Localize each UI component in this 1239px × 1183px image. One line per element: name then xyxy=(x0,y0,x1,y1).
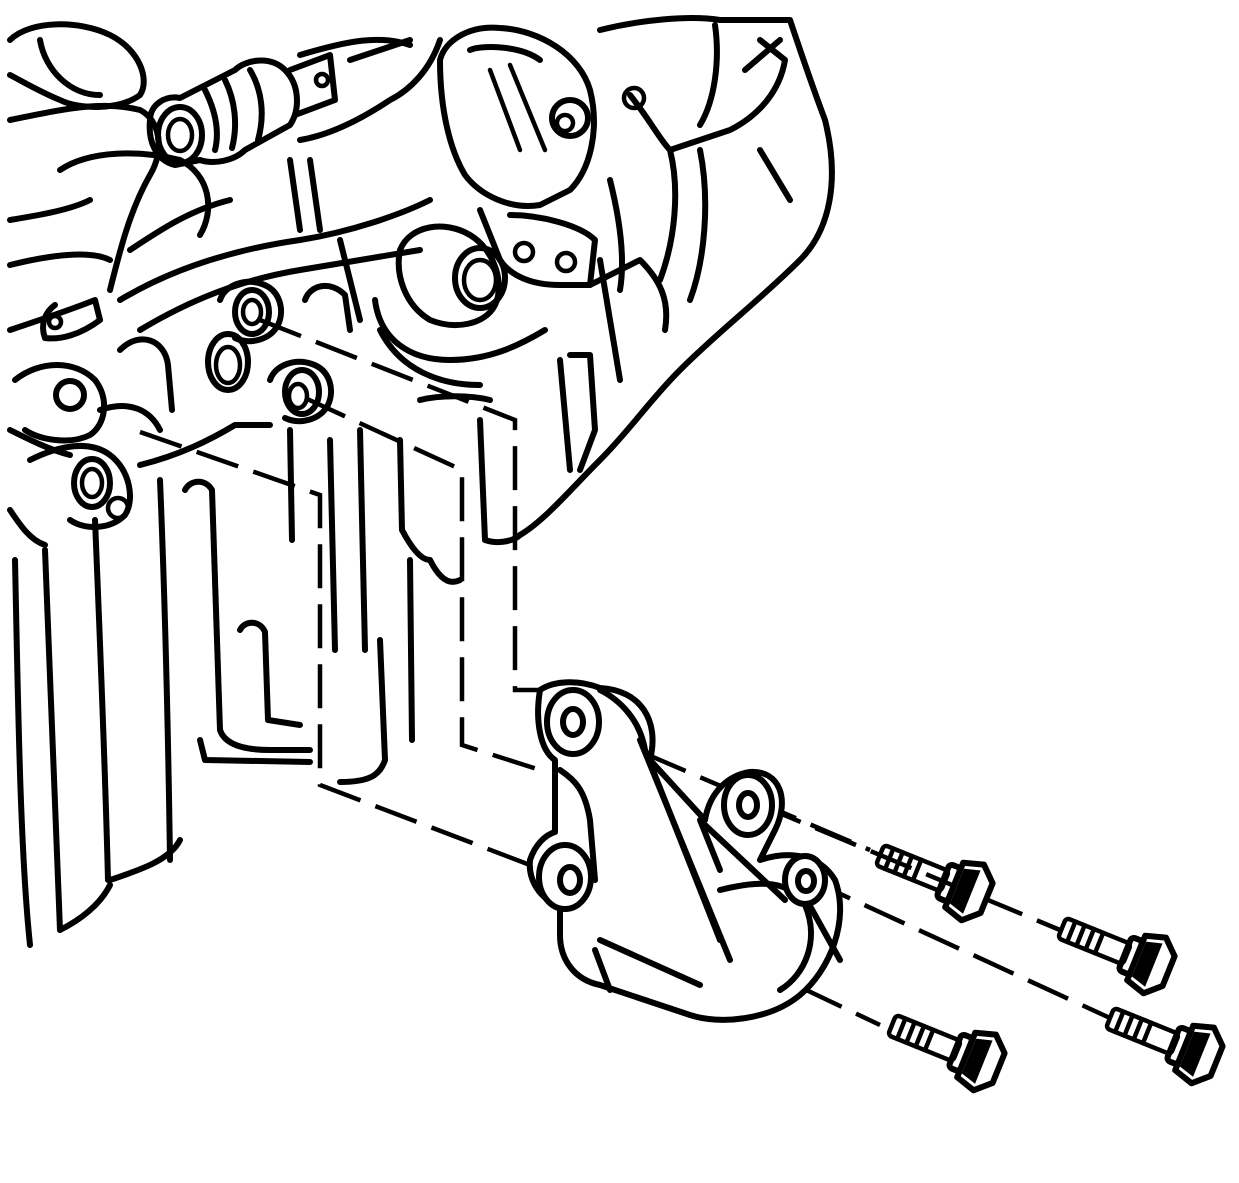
bolt-icon xyxy=(1056,916,1178,997)
bracket-icon xyxy=(526,679,844,1023)
bolt-icon xyxy=(1104,1006,1226,1087)
bolt-icon xyxy=(874,843,996,924)
bolt-icon xyxy=(886,1013,1008,1094)
engine-block-icon xyxy=(7,15,835,948)
